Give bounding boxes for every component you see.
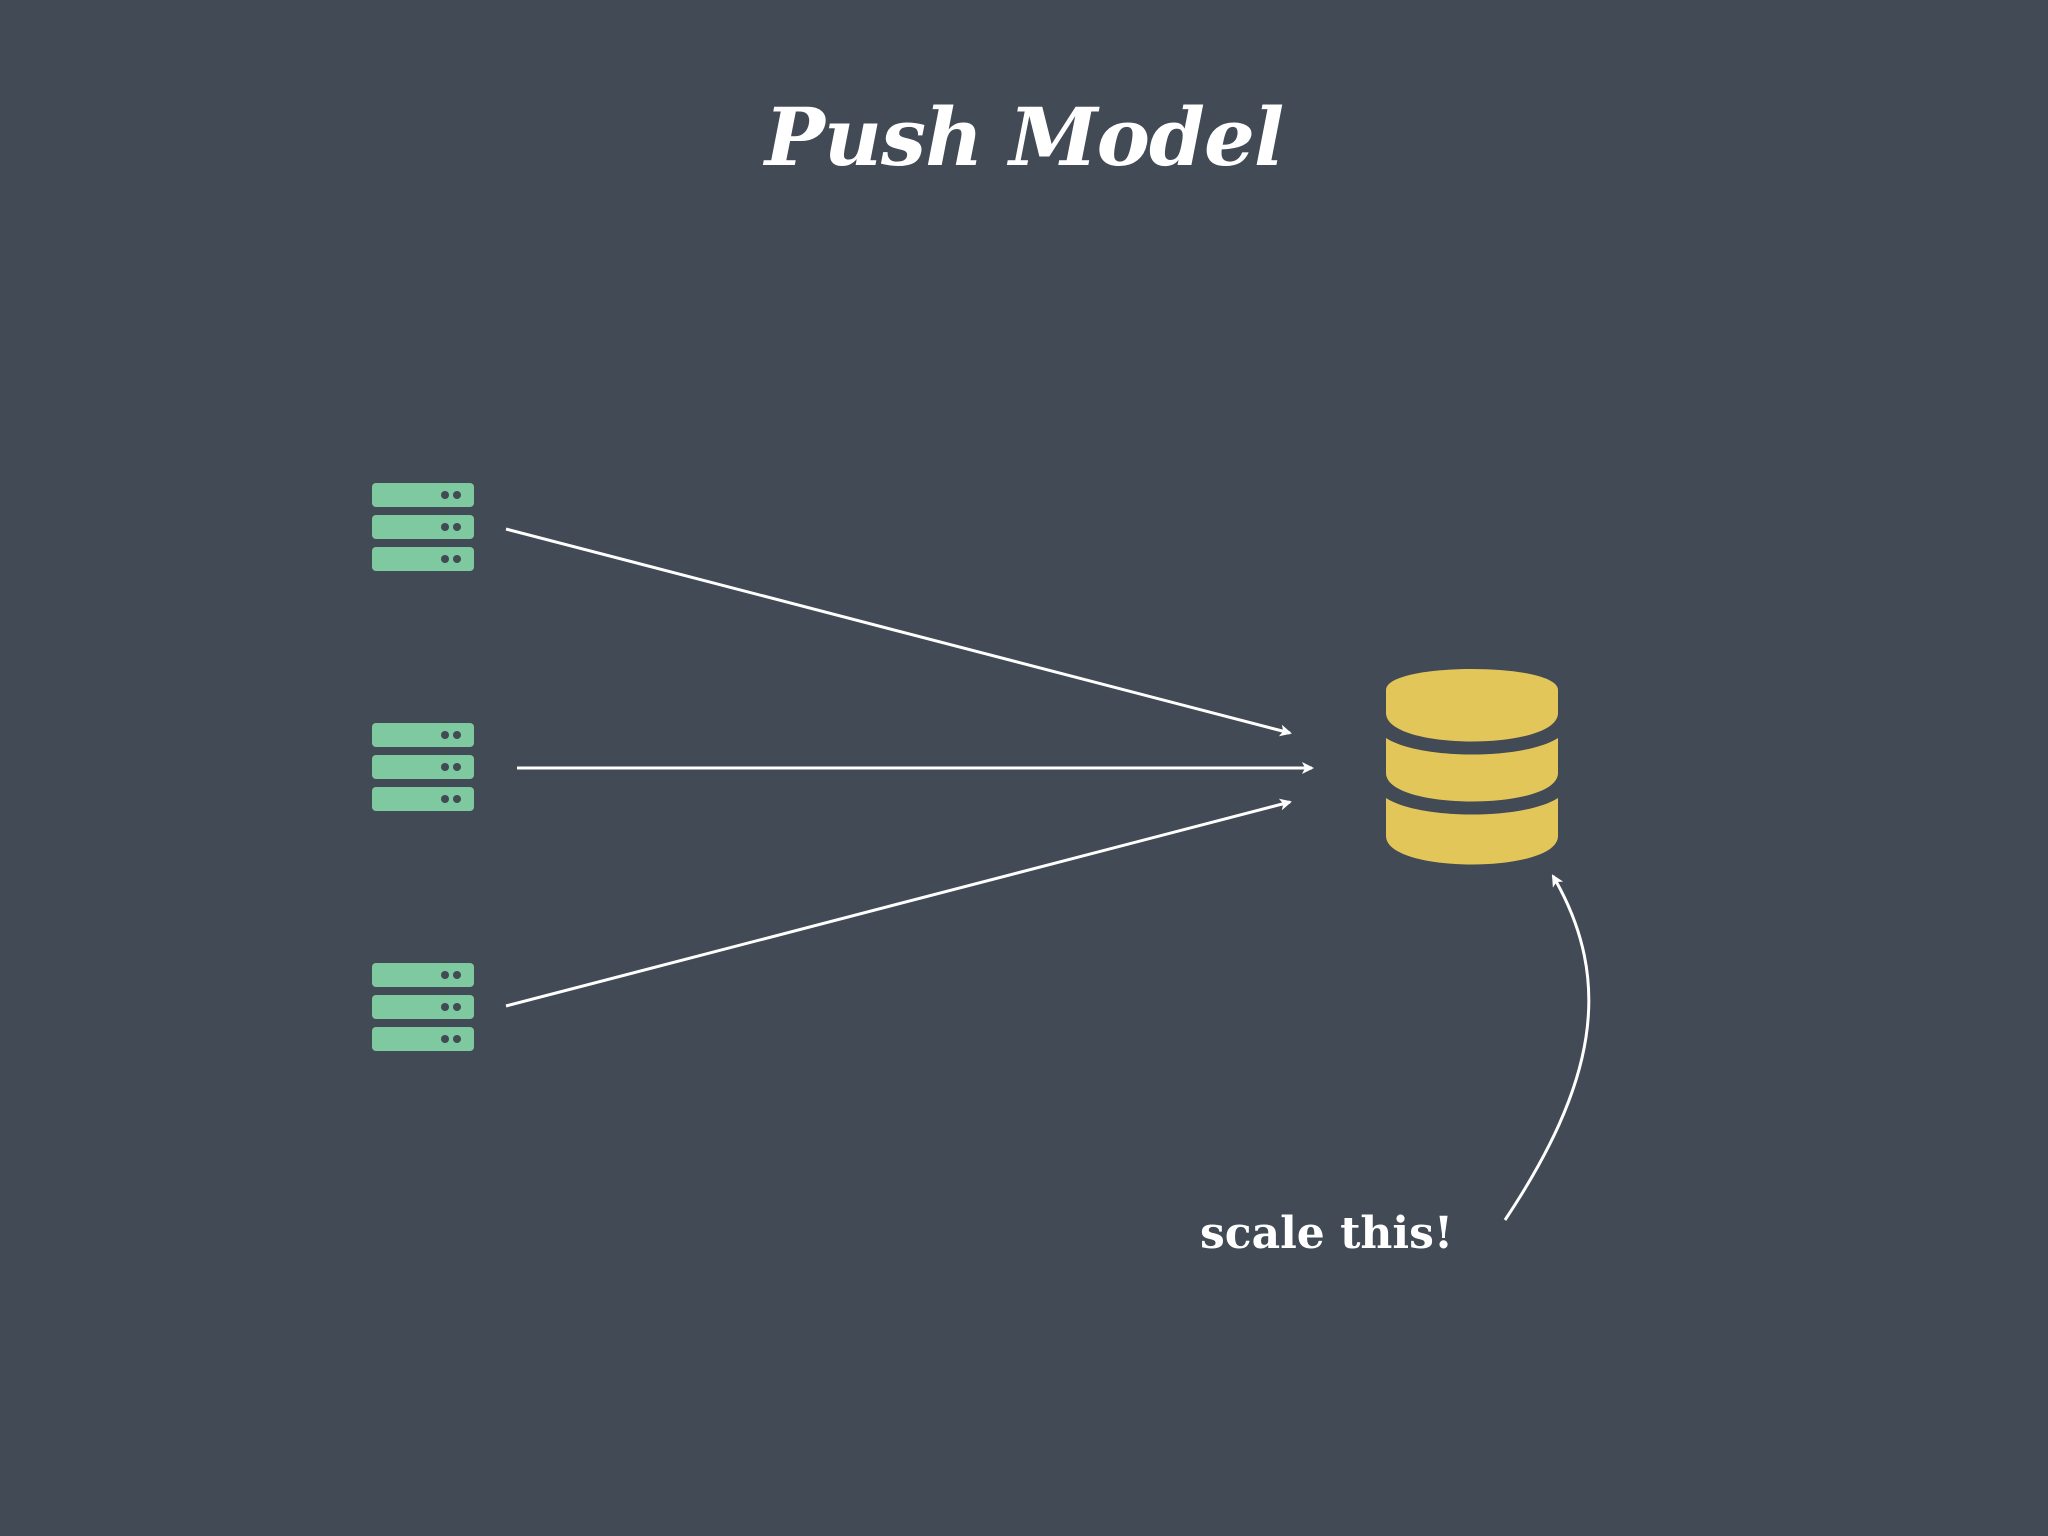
server-icon bbox=[372, 723, 474, 811]
server-icon bbox=[372, 483, 474, 571]
arrow-server3-to-database bbox=[505, 798, 1292, 1008]
arrow-server1-to-database bbox=[505, 527, 1292, 737]
database-icon bbox=[1386, 669, 1558, 865]
annotation-label: scale this! bbox=[1200, 1208, 1454, 1259]
annotation-arrow bbox=[1503, 874, 1591, 1221]
server-icon bbox=[372, 963, 474, 1051]
page-title: Push Model bbox=[764, 90, 1285, 184]
